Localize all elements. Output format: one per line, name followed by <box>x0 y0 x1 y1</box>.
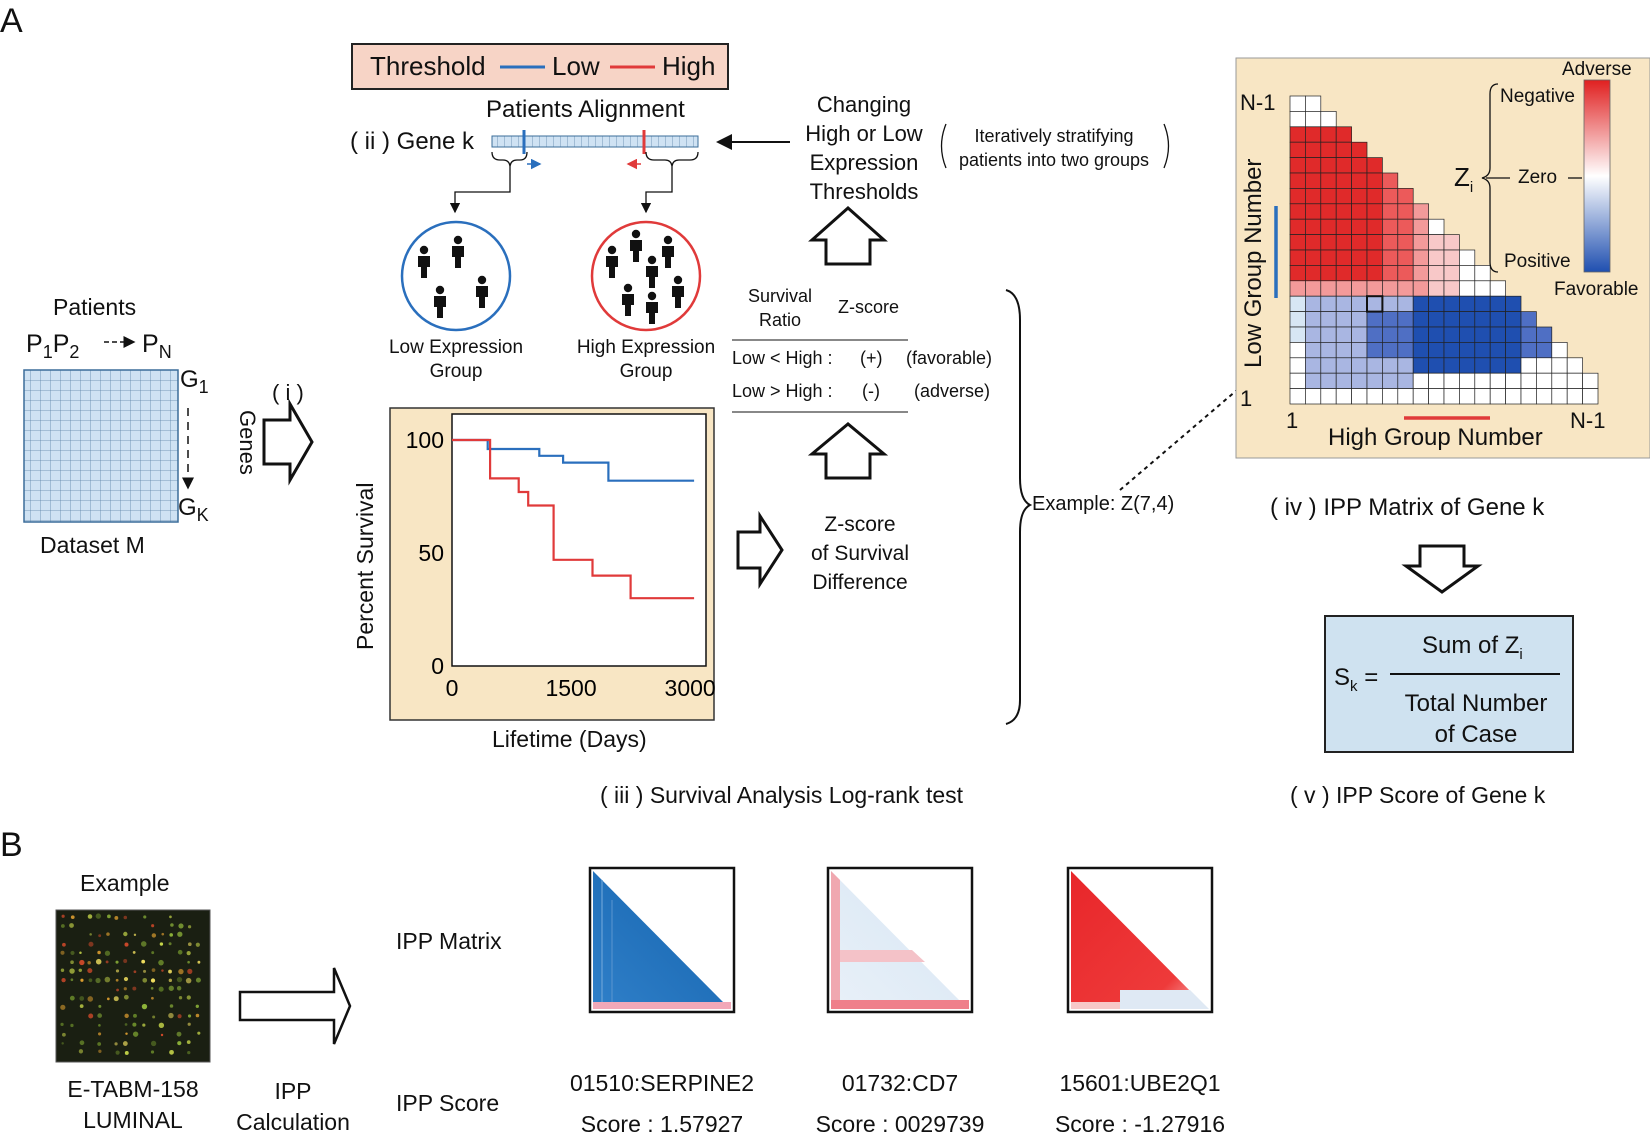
adverse-label: Adverse <box>1562 59 1632 80</box>
gene-1-score: Score : 1.57927 <box>580 1111 744 1137</box>
step-v-caption: ( v ) IPP Score of Gene k <box>1290 782 1546 808</box>
row2-meaning: (adverse) <box>914 381 991 401</box>
dataset-name: Dataset M <box>40 532 145 558</box>
row1-comparison: Low < High : <box>732 348 833 368</box>
step-iv-caption: ( iv ) IPP Matrix of Gene k <box>1270 494 1545 521</box>
x-tick-label: 3000 <box>665 675 716 701</box>
row1-meaning: (favorable) <box>906 348 993 368</box>
up-arrow-to-table <box>807 422 889 480</box>
row1-sign: (+) <box>860 348 883 368</box>
row2-sign: (-) <box>862 381 880 401</box>
gene-3-name: 15601:UBE2Q1 <box>1059 1070 1221 1096</box>
y-tick-label: 0 <box>431 653 444 679</box>
microarray-image <box>55 909 211 1063</box>
formula-numerator: Sum of Zi <box>1422 632 1523 663</box>
step-i-label: ( i ) <box>272 380 304 405</box>
zscore-colorbar <box>1583 79 1611 273</box>
note-left-paren <box>940 123 947 169</box>
gene-1-name: 01510:SERPINE2 <box>569 1070 755 1096</box>
matrix-y-top: N-1 <box>1240 90 1276 115</box>
matrix-x-right: N-1 <box>1570 408 1606 433</box>
matrix-to-score-arrow <box>1401 544 1483 594</box>
example-heading: Example <box>80 870 170 896</box>
km-ticks: 0 1500 3000 100 50 0 <box>406 427 716 701</box>
x-axis-label: Lifetime (Days) <box>492 726 647 752</box>
ipp-score-formula-box <box>1324 615 1574 753</box>
example-label: Example: Z(7,4) <box>1032 493 1175 515</box>
ipp-score-row-label: IPP Score <box>396 1090 500 1116</box>
y-axis-label: Percent Survival <box>352 482 378 650</box>
ipp-matrix-grid <box>1289 95 1599 405</box>
chart-to-zscore-arrow <box>736 510 784 590</box>
km-series-2 <box>452 438 695 600</box>
positive-label: Positive <box>1504 251 1571 272</box>
high-brace <box>645 151 699 167</box>
gene-expression-bar <box>491 135 699 148</box>
legend-low-label: Low <box>552 51 600 81</box>
legend-threshold-label: Threshold <box>370 51 486 81</box>
panel-a-label: A <box>0 2 23 40</box>
gene-2-name: 01732:CD7 <box>841 1070 959 1096</box>
patient-1-label: P1P2 <box>26 330 80 362</box>
ipp-matrix-row-label: IPP Matrix <box>396 928 502 954</box>
zscore-brace <box>1481 83 1499 273</box>
gene-k-label: GK <box>178 494 209 525</box>
legend-high-label: High <box>662 51 716 81</box>
km-series-1 <box>452 438 695 482</box>
step-iii-caption: ( iii ) Survival Analysis Log-rank test <box>600 782 964 808</box>
zero-label: Zero <box>1518 167 1558 188</box>
gene-3-score: Score : -1.27916 <box>1054 1111 1226 1137</box>
matrix-x-axis-label: High Group Number <box>1328 424 1543 451</box>
genes-label: Genes <box>235 410 260 475</box>
x-tick-label: 1500 <box>545 675 596 701</box>
patients-label: Patients <box>53 294 137 320</box>
microarray-spots <box>60 913 201 1055</box>
zi-label: Zi <box>1454 162 1474 197</box>
matrix-y-bottom: 1 <box>1240 386 1253 411</box>
large-brace <box>1005 289 1033 725</box>
dataset-matrix <box>23 369 179 523</box>
formula-lhs: Sk = <box>1334 664 1379 695</box>
km-curves <box>452 438 695 600</box>
negative-label: Negative <box>1500 86 1575 107</box>
panel-b-label: B <box>0 826 23 864</box>
high-group-connector <box>640 166 673 214</box>
matrix-x-left: 1 <box>1286 408 1299 433</box>
gene-1-label: G1 <box>180 366 209 397</box>
row2-comparison: Low > High : <box>732 381 833 401</box>
y-tick-label: 50 <box>418 540 444 566</box>
x-tick-label: 0 <box>446 675 459 701</box>
up-arrow-to-thresholds <box>808 205 888 266</box>
low-group-connector <box>449 166 511 214</box>
survival-plot-area <box>451 413 707 667</box>
zscore-header: Z-score <box>838 297 900 317</box>
matrix-y-axis-label: Low Group Number <box>1240 158 1267 368</box>
gene-2-score: Score : 0029739 <box>815 1111 985 1137</box>
y-tick-label: 100 <box>406 427 444 453</box>
patients-alignment-title: Patients Alignment <box>486 96 685 123</box>
low-brace <box>491 151 528 167</box>
step-i-arrow <box>262 398 314 486</box>
favorable-label: Favorable <box>1554 279 1639 300</box>
ipp-calculation-arrow <box>238 967 352 1045</box>
gene-k-step-label: ( ii ) Gene k <box>350 128 475 155</box>
patient-n-label: PN <box>142 330 172 362</box>
note-right-paren <box>1163 123 1170 169</box>
